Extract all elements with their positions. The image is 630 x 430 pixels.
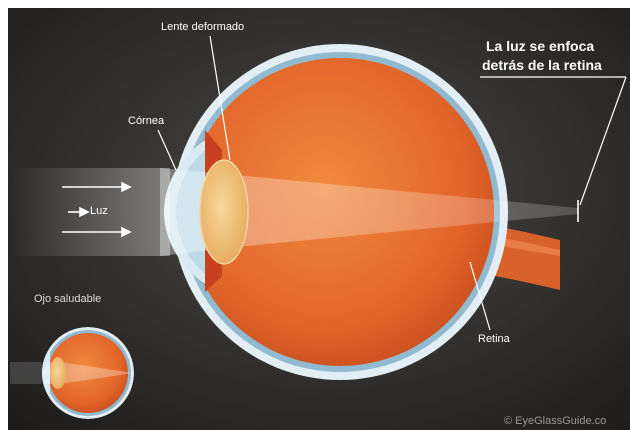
cornea-label: Córnea [128,115,164,127]
top-border [0,0,630,8]
focus-heading-line2: detrás de la retina [482,56,602,75]
healthy-eye-label: Ojo saludable [34,293,101,305]
lens-label: Lente deformado [161,21,244,33]
deformed-lens [200,160,248,264]
retina-label: Retina [478,333,510,345]
healthy-eye-light [10,362,42,384]
focus-heading-line1: La luz se enfoca [486,37,594,56]
light-label: Luz [90,205,108,217]
left-border [0,0,8,430]
copyright-text: © EyeGlassGuide.co [504,415,606,427]
